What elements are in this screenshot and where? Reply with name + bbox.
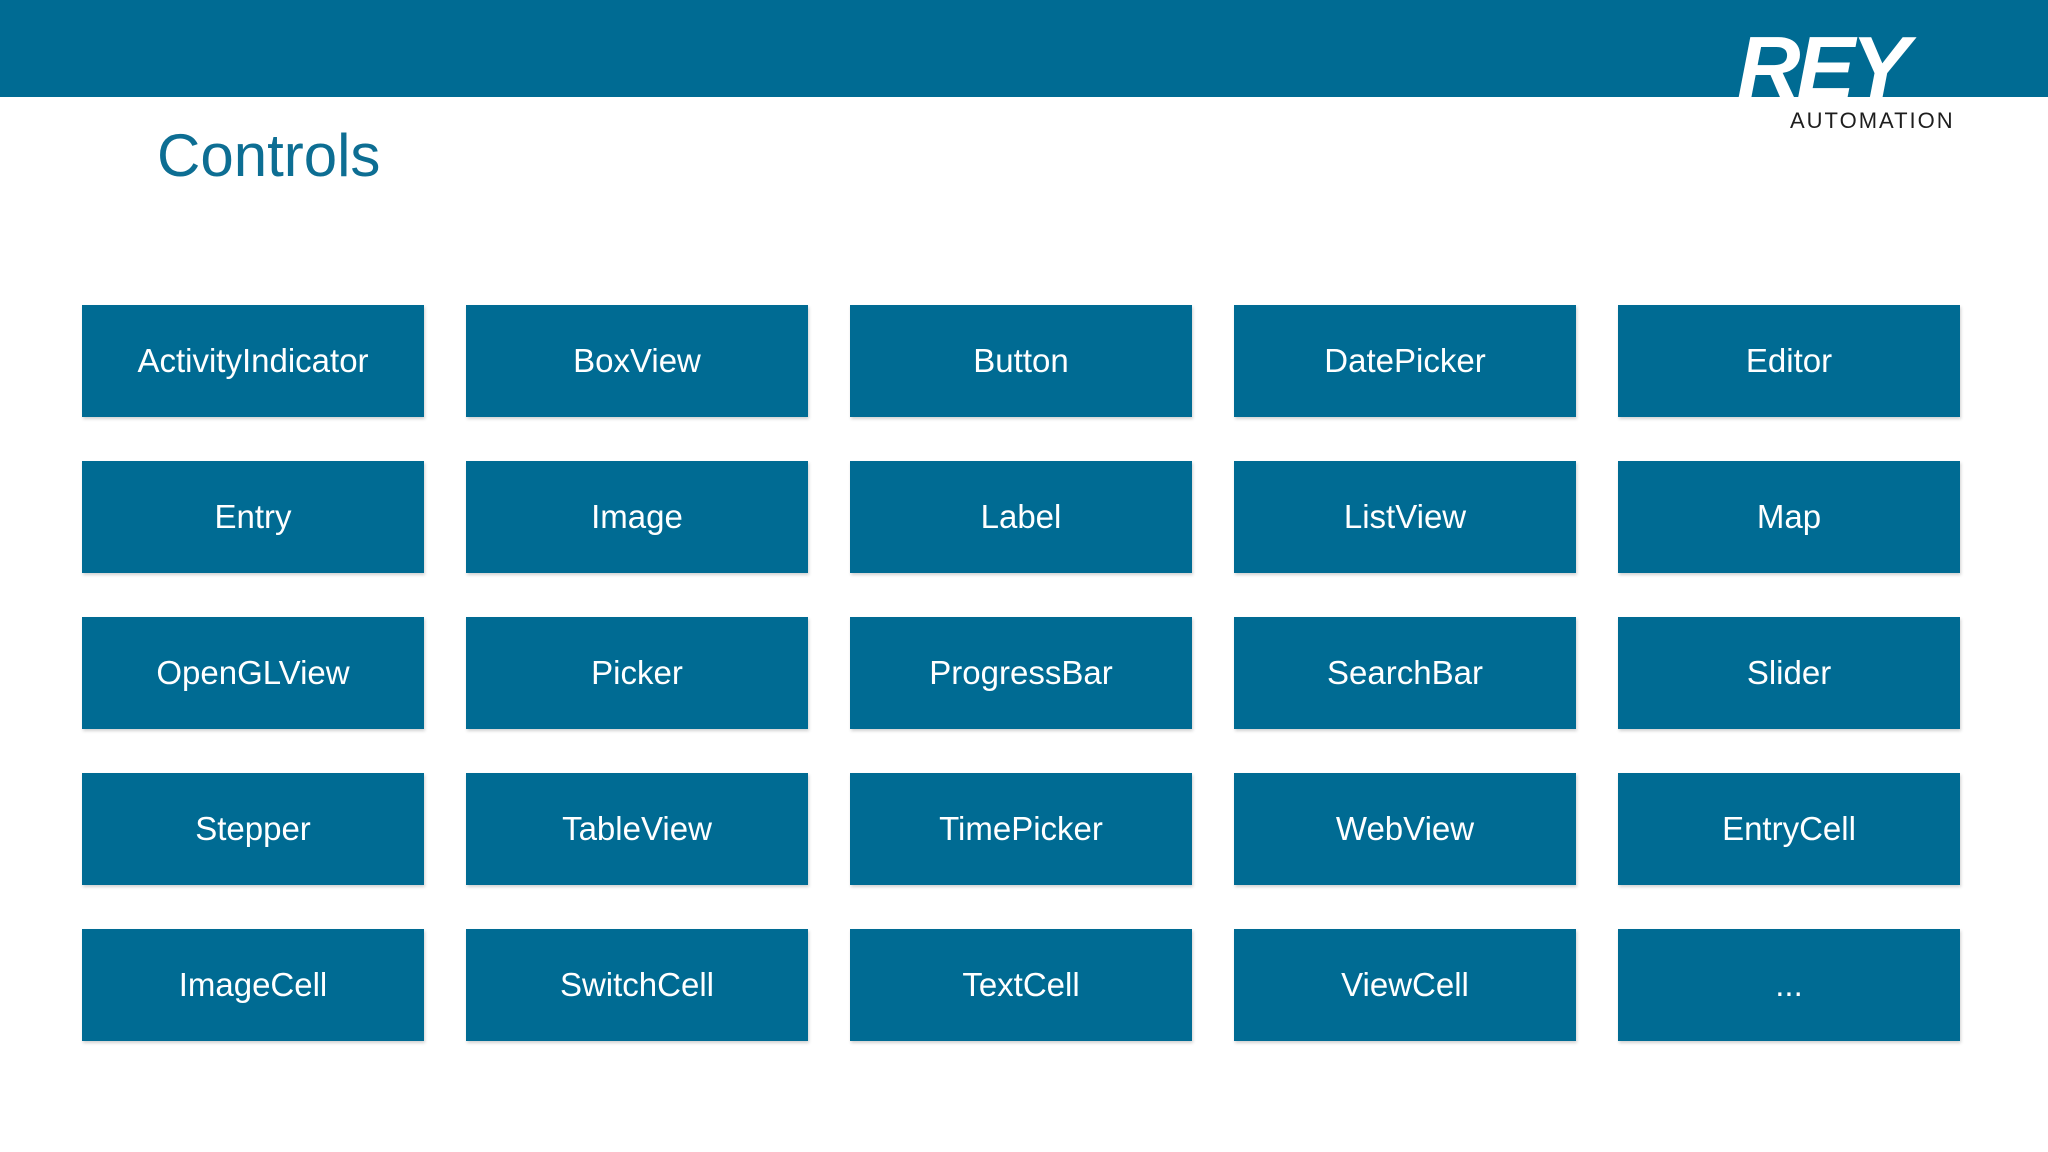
tile-activityindicator[interactable]: ActivityIndicator <box>82 305 424 417</box>
tile-progressbar[interactable]: ProgressBar <box>850 617 1192 729</box>
tile-map[interactable]: Map <box>1618 461 1960 573</box>
tile-stepper[interactable]: Stepper <box>82 773 424 885</box>
page-title: Controls <box>157 122 381 189</box>
logo-text: REY <box>1737 26 1917 106</box>
tile-entrycell[interactable]: EntryCell <box>1618 773 1960 885</box>
controls-grid: ActivityIndicator BoxView Button DatePic… <box>82 305 1960 1041</box>
tile-listview[interactable]: ListView <box>1234 461 1576 573</box>
logo-subtext: AUTOMATION <box>1790 108 1955 133</box>
tile-slider[interactable]: Slider <box>1618 617 1960 729</box>
tile-switchcell[interactable]: SwitchCell <box>466 929 808 1041</box>
tile-openglview[interactable]: OpenGLView <box>82 617 424 729</box>
tile-more[interactable]: ... <box>1618 929 1960 1041</box>
tile-searchbar[interactable]: SearchBar <box>1234 617 1576 729</box>
tile-textcell[interactable]: TextCell <box>850 929 1192 1041</box>
tile-button[interactable]: Button <box>850 305 1192 417</box>
tile-datepicker[interactable]: DatePicker <box>1234 305 1576 417</box>
tile-entry[interactable]: Entry <box>82 461 424 573</box>
tile-tableview[interactable]: TableView <box>466 773 808 885</box>
tile-label[interactable]: Label <box>850 461 1192 573</box>
tile-picker[interactable]: Picker <box>466 617 808 729</box>
tile-image[interactable]: Image <box>466 461 808 573</box>
tile-boxview[interactable]: BoxView <box>466 305 808 417</box>
header-bar <box>0 0 2048 97</box>
tile-webview[interactable]: WebView <box>1234 773 1576 885</box>
rey-automation-logo: REY AUTOMATION <box>1735 26 1965 138</box>
tile-editor[interactable]: Editor <box>1618 305 1960 417</box>
tile-viewcell[interactable]: ViewCell <box>1234 929 1576 1041</box>
tile-timepicker[interactable]: TimePicker <box>850 773 1192 885</box>
tile-imagecell[interactable]: ImageCell <box>82 929 424 1041</box>
rey-logo-mark: REY <box>1737 26 1921 106</box>
